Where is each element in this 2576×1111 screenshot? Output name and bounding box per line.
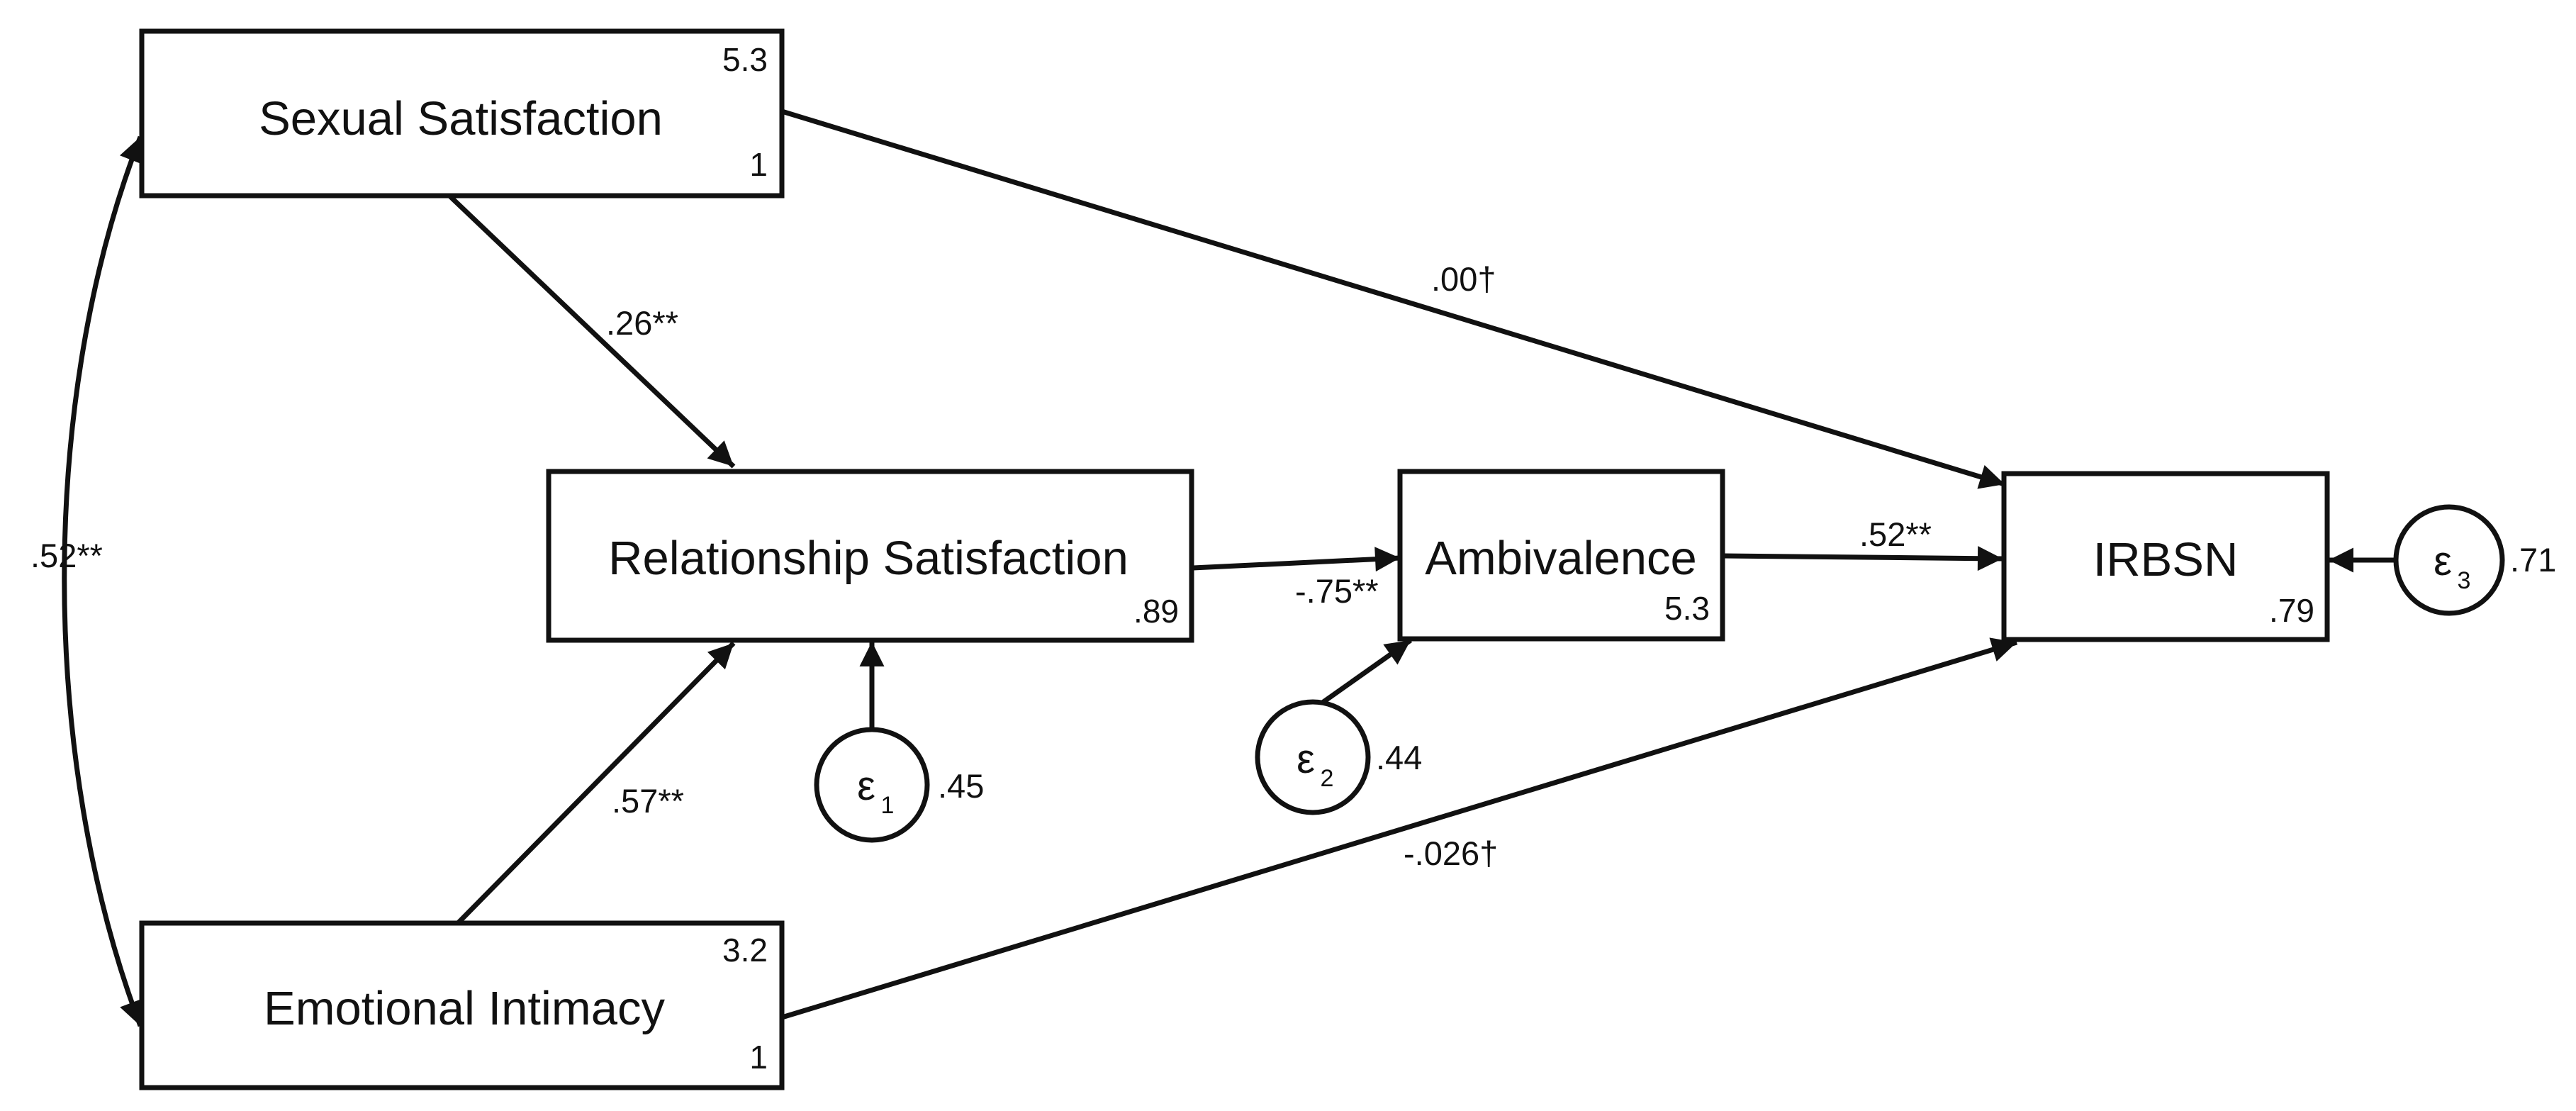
node-bottom-value: .79 xyxy=(2269,592,2314,629)
node-label: Relationship Satisfaction xyxy=(608,532,1129,585)
node-top-value: 5.3 xyxy=(722,41,768,78)
error-value: .45 xyxy=(938,767,984,805)
error-term-2: ε 2 .44 xyxy=(1255,699,1422,815)
error-value: .44 xyxy=(1376,739,1422,776)
node-bottom-value: .89 xyxy=(1133,593,1179,630)
arrow-sexual-to-relationship xyxy=(448,194,736,469)
error-subscript: 2 xyxy=(1321,765,1334,792)
error-subscript: 3 xyxy=(2458,567,2471,594)
error-term-1: ε 1 .45 xyxy=(814,727,984,843)
error-symbol: ε xyxy=(2434,538,2452,584)
coef-emotional-to-relationship: .57** xyxy=(612,782,684,820)
arrow-emotional-to-relationship xyxy=(456,641,736,925)
coef-emotional-to-irbsn: -.026† xyxy=(1404,834,1498,872)
coef-sexual-to-irbsn: .00† xyxy=(1431,260,1496,298)
error-symbol: ε xyxy=(1297,736,1315,782)
node-label: IRBSN xyxy=(2093,533,2239,586)
node-label: Sexual Satisfaction xyxy=(259,92,663,145)
node-label: Ambivalence xyxy=(1425,532,1697,585)
coef-ambivalence-to-irbsn: .52** xyxy=(1859,515,1932,553)
node-emotional-intimacy: Emotional Intimacy 3.2 1 xyxy=(139,920,785,1090)
arrow-emotional-to-irbsn xyxy=(780,637,2018,1020)
node-bottom-value: 5.3 xyxy=(1664,590,1710,627)
coef-relationship-to-ambivalence: -.75** xyxy=(1295,572,1379,610)
arrow-relationship-to-ambivalence xyxy=(1192,547,1401,572)
node-bottom-value: 1 xyxy=(749,1039,768,1076)
coef-sexual-to-relationship: .26** xyxy=(606,304,678,342)
error-value: .71 xyxy=(2510,541,2556,579)
node-irbsn: IRBSN .79 xyxy=(2001,471,2330,642)
node-label: Emotional Intimacy xyxy=(264,982,665,1035)
arrow-sexual-to-irbsn xyxy=(780,108,2006,489)
node-sexual-satisfaction: Sexual Satisfaction 5.3 1 xyxy=(139,28,785,199)
node-ambivalence: Ambivalence 5.3 xyxy=(1397,469,1725,642)
error-symbol: ε xyxy=(857,763,875,809)
covariance-sexual-emotional-arrow xyxy=(62,135,143,1027)
arrow-ambivalence-to-irbsn xyxy=(1723,546,2003,571)
error-subscript: 1 xyxy=(881,792,895,819)
error-term-3: ε 3 .71 xyxy=(2393,504,2556,616)
node-relationship-satisfaction: Relationship Satisfaction .89 xyxy=(546,469,1194,643)
coef-sexual-emotional-covariance: .52** xyxy=(30,537,103,574)
arrow-error2-to-ambivalence xyxy=(1314,638,1413,709)
node-bottom-value: 1 xyxy=(749,146,768,183)
node-top-value: 3.2 xyxy=(722,932,768,968)
